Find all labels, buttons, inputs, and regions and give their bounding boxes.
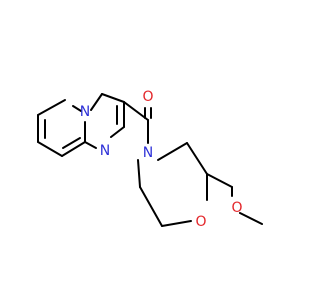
bond — [186, 142, 208, 175]
bond — [61, 141, 86, 157]
pyridine-ring — [37, 99, 86, 157]
morpholine-ring — [137, 142, 208, 227]
atom-label-oxygen: O — [142, 89, 153, 105]
bond — [37, 141, 63, 157]
bond — [161, 220, 192, 227]
bond — [84, 141, 97, 149]
imidazole-ring — [84, 93, 125, 149]
carbonyl-group — [123, 101, 152, 144]
bond — [72, 105, 82, 112]
atom-label-nitrogen: N — [100, 143, 110, 159]
bond — [101, 93, 125, 103]
bond — [110, 126, 125, 138]
methoxymethyl-chain — [206, 173, 263, 225]
bond — [206, 173, 233, 188]
bond — [37, 99, 66, 116]
bond — [139, 186, 163, 227]
bond — [157, 142, 188, 161]
atom-label-nitrogen: N — [143, 145, 153, 161]
atom-label-nitrogen: N — [80, 104, 90, 120]
atom-label-oxygen: O — [195, 214, 206, 230]
bond — [62, 137, 81, 149]
bond — [90, 93, 103, 111]
bond — [137, 159, 141, 188]
bond — [239, 212, 263, 225]
atom-label-oxygen: O — [231, 200, 242, 216]
molecule-structure: N N O N O O — [37, 89, 263, 230]
